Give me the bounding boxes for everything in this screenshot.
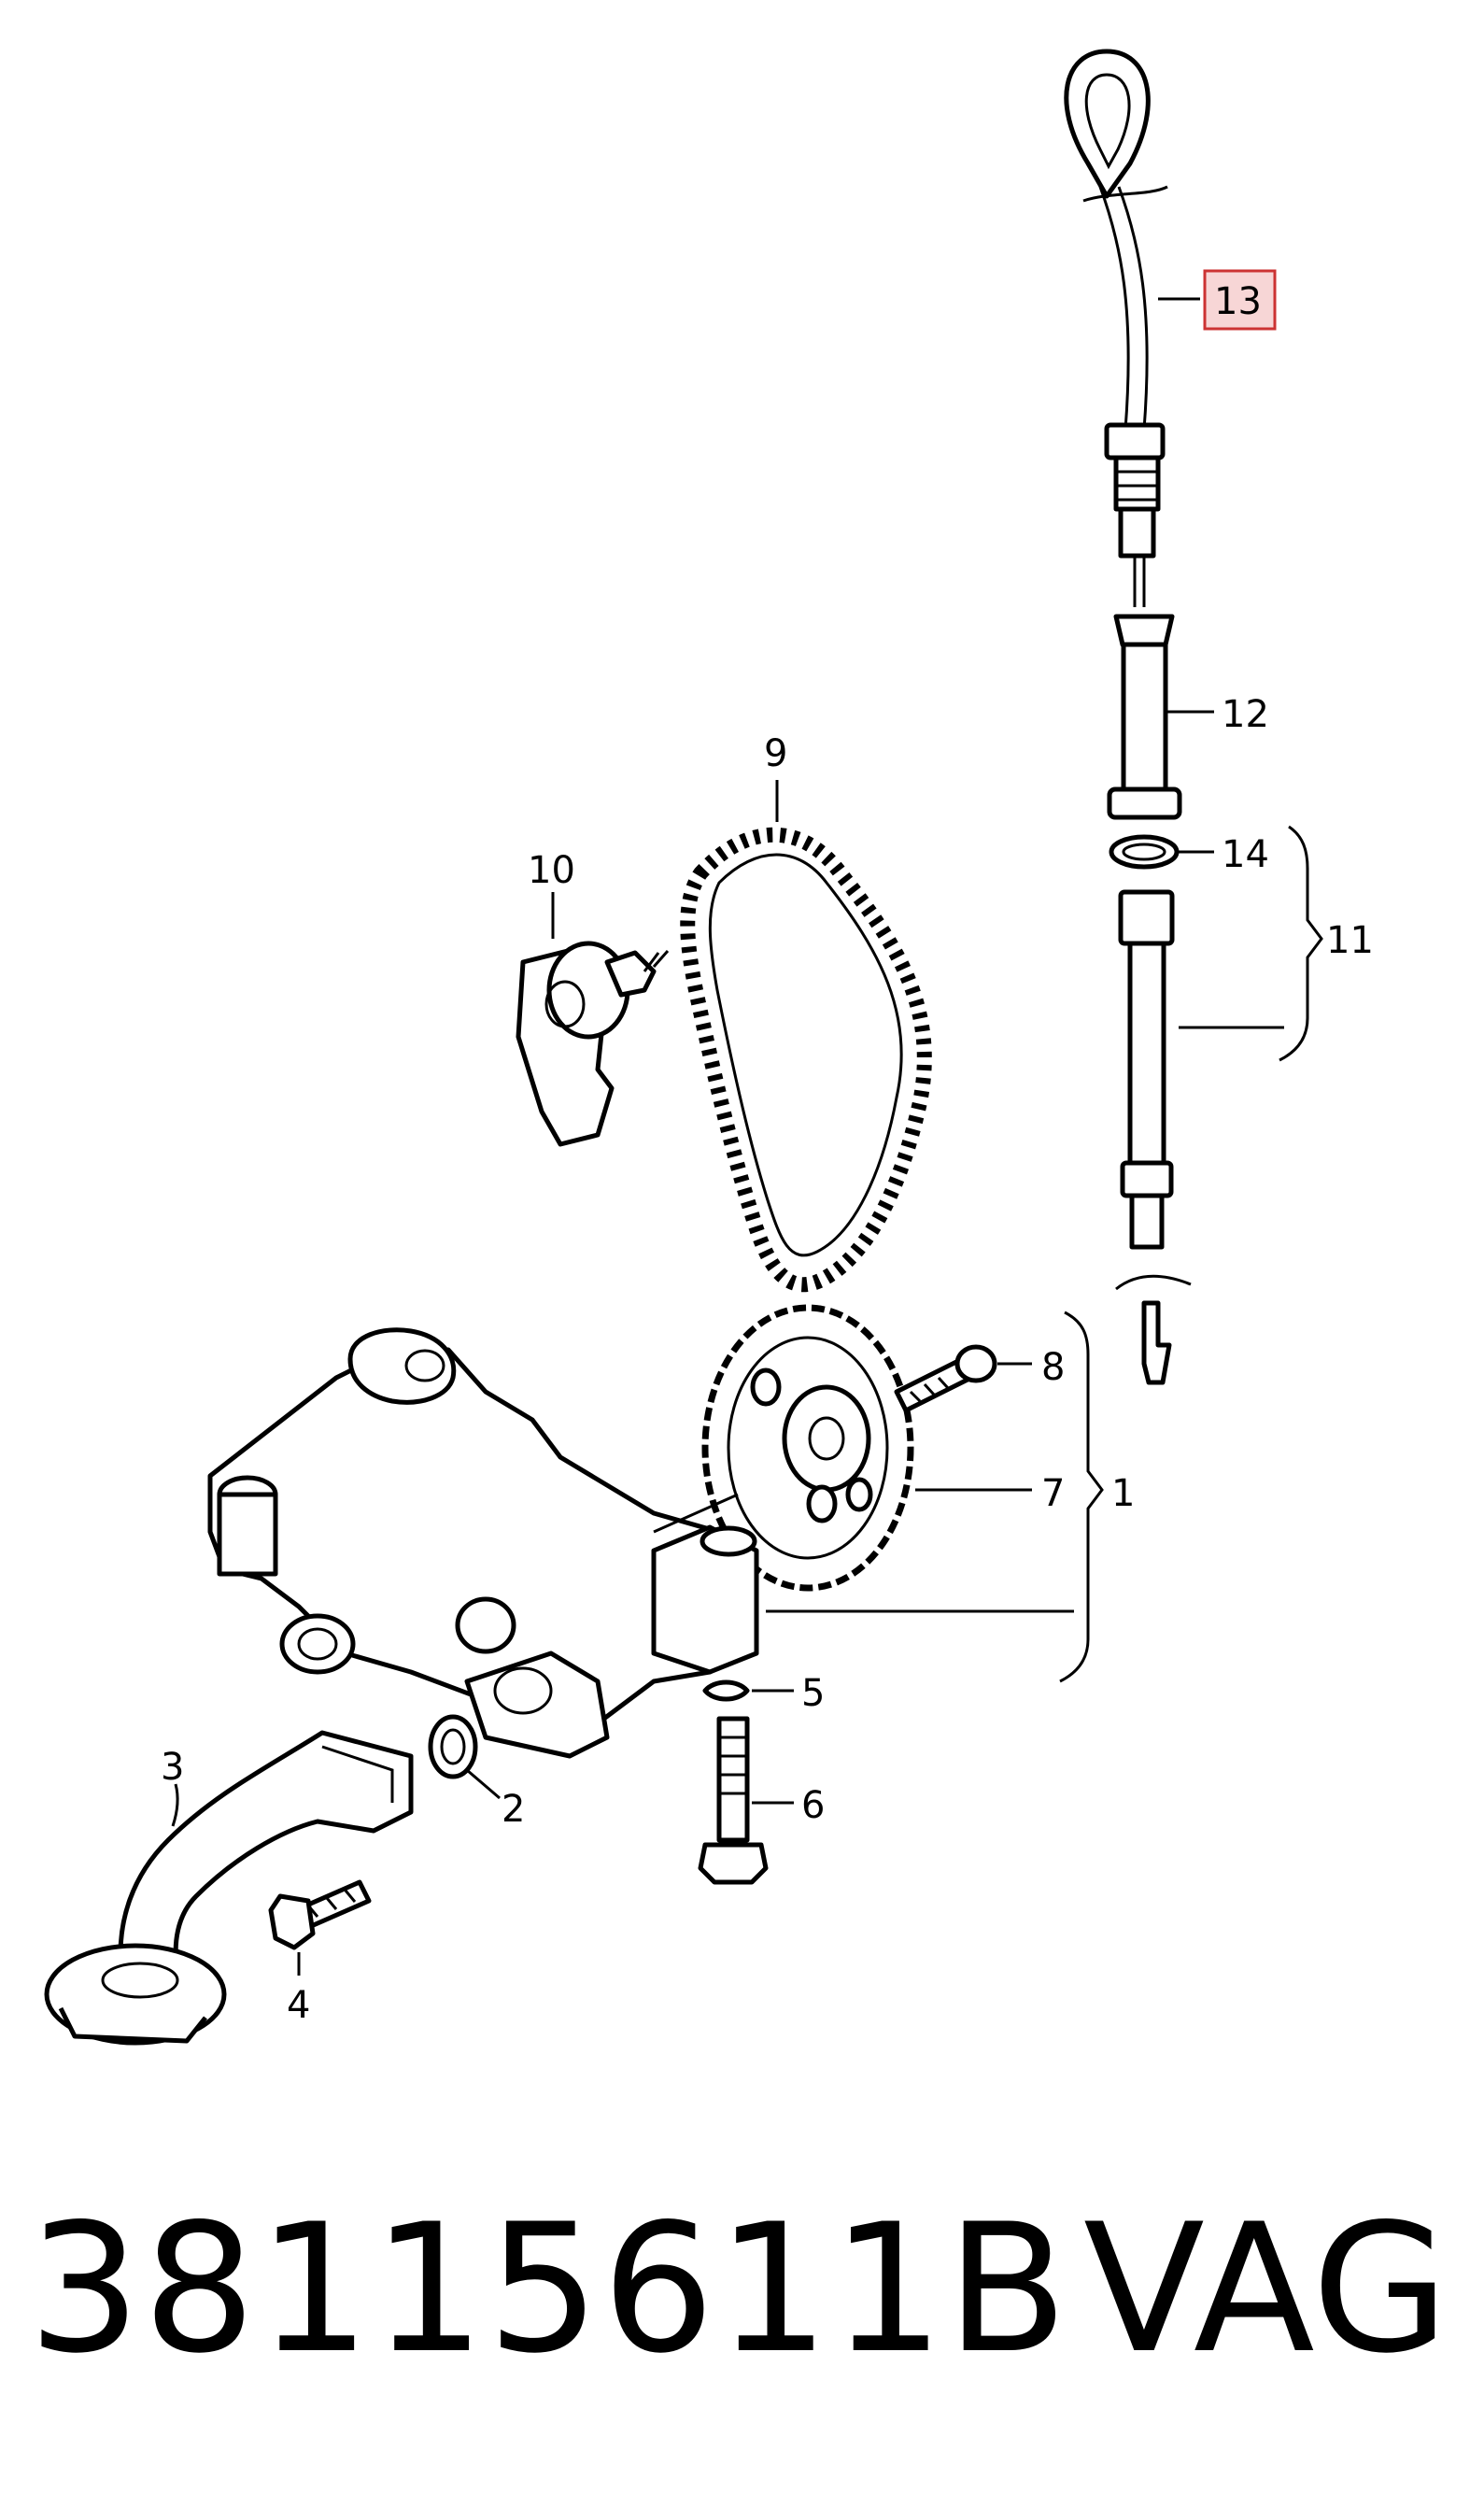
dipstick [1064, 49, 1200, 607]
sprocket: 7 [701, 1304, 1065, 1592]
gasket-ring: 2 [428, 1714, 525, 1831]
flange-bolt: 4 [268, 1879, 372, 2027]
chain-tensioner: 10 [516, 849, 670, 1147]
dipstick-guide-tube: 12 [1107, 614, 1269, 820]
callout-13: 13 [1214, 280, 1262, 323]
o-ring: 14 [1109, 833, 1269, 876]
callout-1: 1 [1111, 1472, 1135, 1515]
callout-5: 5 [801, 1672, 825, 1715]
bracket-1: 1 [766, 1311, 1135, 1683]
callout-6: 6 [801, 1784, 825, 1827]
callout-9: 9 [764, 732, 787, 775]
part-number: 38115611B [28, 2186, 1070, 2392]
clip: 5 [702, 1672, 825, 1715]
lower-guide-tube [1115, 889, 1284, 1385]
callout-3: 3 [161, 1746, 184, 1789]
callout-4: 4 [287, 1984, 310, 2027]
callout-2: 2 [502, 1788, 525, 1831]
callout-8: 8 [1041, 1346, 1065, 1389]
callout-13-highlight[interactable]: 13 [1203, 269, 1277, 331]
callout-11: 11 [1326, 919, 1374, 962]
bracket-11: 11 [1279, 825, 1374, 1062]
timing-chain: 9 [680, 732, 932, 1293]
suction-pipe: 3 [44, 1730, 414, 2046]
callout-14: 14 [1222, 833, 1269, 876]
callout-12: 12 [1222, 693, 1269, 736]
brand-name: VAG [1083, 2186, 1449, 2392]
callout-7: 7 [1041, 1472, 1065, 1515]
long-bolt: 6 [698, 1716, 825, 1885]
oil-pump-body [207, 1327, 759, 1759]
sprocket-bolt: 8 [894, 1344, 1065, 1413]
callout-10: 10 [528, 849, 575, 892]
